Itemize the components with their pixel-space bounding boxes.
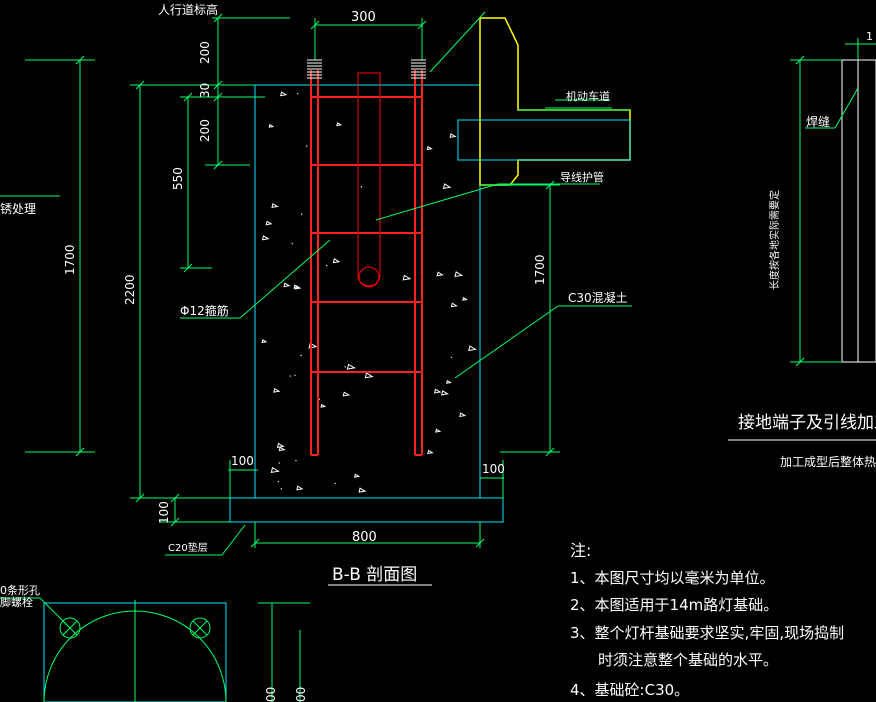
grounding-edge: 1 (866, 30, 873, 43)
aggregate-mark (320, 403, 327, 408)
aggregate-mark (291, 242, 294, 245)
aggregate-mark (261, 235, 270, 241)
dim-200-mid: 200 (198, 119, 212, 142)
aggregate-mark (280, 487, 283, 490)
aggregate-mark (462, 297, 469, 301)
label-left-edge: 锈处理 (0, 202, 36, 216)
aggregate-mark (283, 282, 291, 288)
plan-dim-b: 00 (294, 687, 308, 702)
aggregate-mark (441, 390, 450, 396)
aggregate-mark (300, 213, 303, 215)
aggregate-mark (468, 345, 477, 352)
dim-100-left: 100 (231, 454, 254, 468)
rebar-cage (307, 59, 426, 456)
label-stirrup: Φ12箍筋 (180, 303, 229, 318)
aggregate-mark (442, 183, 452, 189)
top-dimension (310, 18, 427, 60)
aggregate-mark (344, 366, 347, 368)
dim-1700-right: 1700 (533, 254, 547, 285)
aggregate-mark (427, 449, 434, 455)
plan-dim-a: 00 (264, 687, 278, 702)
aggregate-mark (265, 220, 273, 226)
label-concrete: C30混凝土 (568, 290, 628, 305)
dim-2200: 2200 (123, 274, 137, 305)
note-3-cont: 时须注意整个基础的水平。 (598, 651, 778, 669)
note-3: 3、整个灯杆基础要求坚实,牢固,现场捣制 (570, 624, 844, 642)
aggregate-mark (277, 480, 280, 483)
aggregate-mark (268, 123, 275, 128)
note-4: 4、基础砼:C30。 (570, 681, 689, 699)
aggregate-mark (278, 446, 286, 452)
aggregate-mark (459, 412, 467, 418)
label-conduit: 导线护管 (560, 170, 604, 184)
aggregate-mark (295, 459, 297, 462)
aggregate-mark (261, 339, 268, 344)
aggregate-mark (449, 133, 457, 138)
note-1: 1、本图尺寸均以毫米为单位。 (570, 569, 775, 587)
aggregate-mark (273, 387, 281, 393)
aggregate-mark (293, 284, 301, 289)
aggregate-mark (454, 271, 464, 278)
plan-view (0, 597, 310, 702)
dim-100-base: 100 (157, 501, 171, 524)
aggregate-mark (450, 356, 453, 359)
aggregate-mark (289, 375, 292, 377)
aggregate-mark (294, 374, 296, 377)
aggregate-mark (279, 91, 288, 97)
aggregate-mark (435, 428, 442, 433)
dim-550: 550 (171, 167, 185, 190)
leaders (0, 11, 632, 586)
aggregate-mark (358, 487, 367, 493)
aggregate-mark (300, 354, 302, 357)
aggregate-mark (360, 186, 363, 188)
aggregate-mark (446, 379, 452, 384)
aggregate-mark (276, 442, 285, 448)
aggregate-mark (334, 482, 337, 485)
plan-hole-label: 0条形孔 (0, 583, 40, 597)
dim-30: 30 (198, 83, 212, 98)
concrete-aggregate (261, 91, 477, 493)
dim-1700-left: 1700 (63, 244, 77, 275)
aggregate-mark (336, 122, 343, 127)
aggregate-mark (433, 388, 442, 394)
aggregate-mark (342, 391, 351, 397)
aggregate-mark (296, 92, 299, 95)
aggregate-mark (270, 466, 280, 473)
grounding-weld: 焊缝 (806, 114, 830, 129)
dim-bottom-width: 800 (352, 530, 377, 545)
aggregate-mark (305, 145, 308, 147)
dim-200-top: 200 (198, 41, 212, 64)
foundation-body (229, 84, 504, 548)
plan-bolt-label: 脚螺栓 (0, 595, 33, 609)
aggregate-mark (436, 271, 444, 277)
note-2: 2、本图适用于14m路灯基础。 (570, 596, 778, 614)
grounding-title: 接地端子及引线加工 (738, 413, 876, 433)
aggregate-mark (278, 462, 281, 464)
aggregate-mark (308, 342, 318, 349)
aggregate-mark (271, 203, 279, 209)
aggregate-mark (402, 274, 412, 281)
dim-top-width: 300 (351, 10, 376, 25)
label-motor-lane: 机动车道 (566, 89, 610, 103)
label-cushion: C20垫层 (168, 541, 208, 554)
aggregate-mark (450, 302, 458, 308)
section-title: B-B 剖面图 (332, 565, 417, 585)
right-dimension (480, 180, 560, 457)
aggregate-mark (332, 258, 341, 264)
dim-100-right: 100 (482, 462, 505, 476)
aggregate-mark (364, 372, 374, 379)
grounding-detail (728, 38, 876, 441)
aggregate-mark (296, 485, 304, 491)
aggregate-mark (325, 264, 328, 267)
label-sidewalk: 人行道标高 (158, 2, 218, 17)
aggregate-mark (353, 473, 361, 478)
grounding-subtitle: 加工成型后整体热镀 (780, 454, 876, 469)
grounding-note: 长度按各地实际需要定 (768, 190, 781, 290)
left-dimensions (25, 13, 290, 527)
aggregate-mark (346, 363, 356, 370)
aggregate-mark (426, 145, 433, 151)
notes-heading: 注: (570, 541, 591, 560)
